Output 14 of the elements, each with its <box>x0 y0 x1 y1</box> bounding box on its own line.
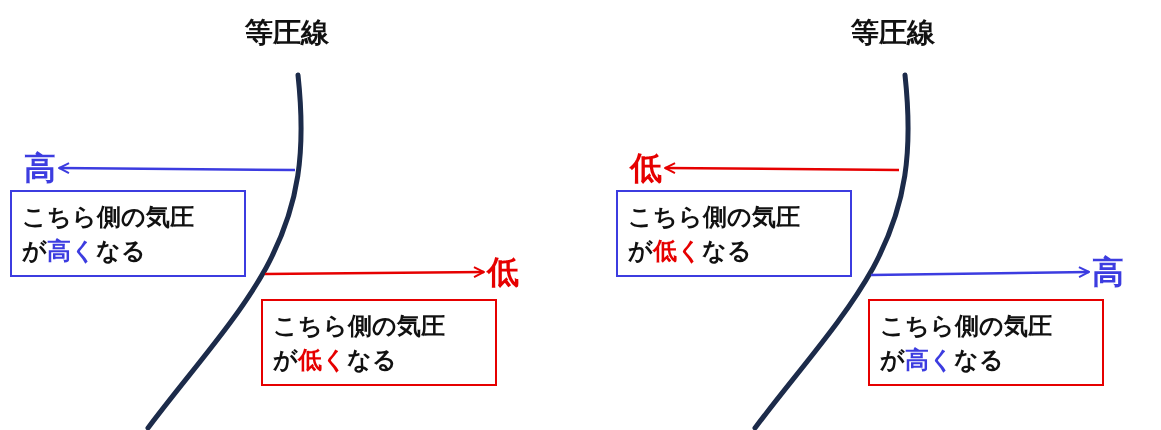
annotation-box: こちら側の気圧が高くなる <box>10 190 246 277</box>
pressure-label: 高 <box>1092 254 1124 290</box>
title: 等圧線 <box>245 15 329 51</box>
arrow <box>58 162 295 175</box>
title: 等圧線 <box>851 15 935 51</box>
pressure-label: 低 <box>487 254 519 290</box>
pressure-label: 低 <box>630 150 662 186</box>
annotation-box: こちら側の気圧が低くなる <box>616 190 852 277</box>
arrow <box>871 266 1090 279</box>
annotation-box: こちら側の気圧が低くなる <box>261 299 497 386</box>
arrow <box>664 162 899 175</box>
pressure-label: 高 <box>24 150 56 186</box>
annotation-box: こちら側の気圧が高くなる <box>868 299 1104 386</box>
arrow <box>265 266 485 279</box>
